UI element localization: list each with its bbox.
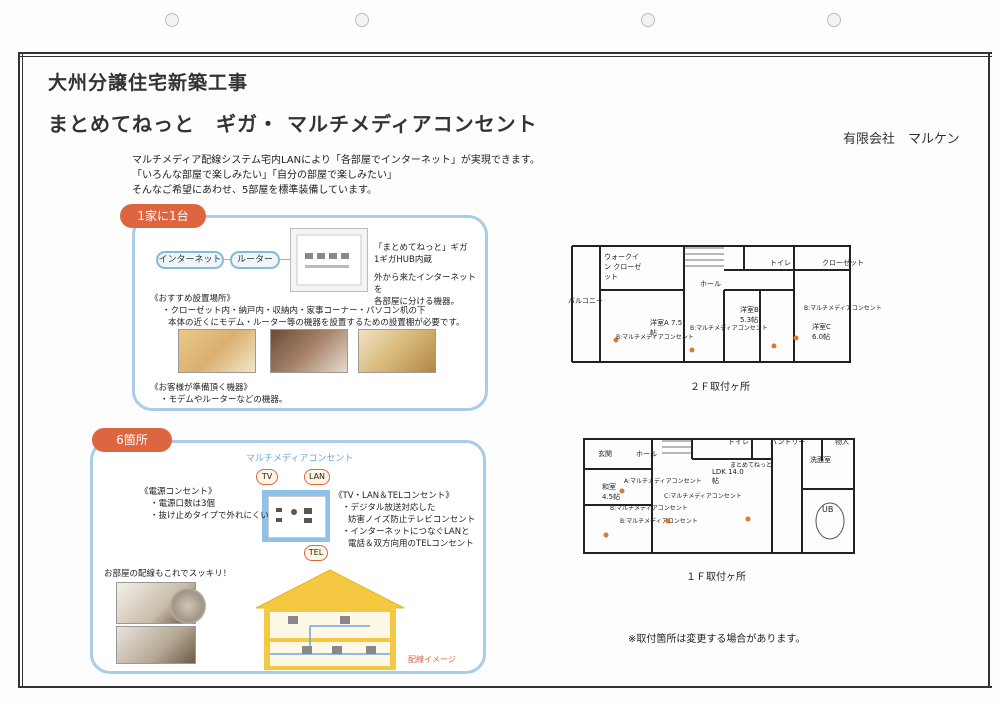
room-label: 洋室B 5.3帖 <box>740 306 759 324</box>
page-title: 大州分譲住宅新築工事 <box>48 72 249 94</box>
tvlan-item: 妨害ノイズ防止テレビコンセント <box>348 515 476 525</box>
hub-desc: 各部屋に分ける機器。 <box>374 297 460 307</box>
power-item: ・抜け止めタイプで外れにくい <box>150 511 269 521</box>
room-label: 洋室C 6.0帖 <box>812 323 831 341</box>
hub-badge: 1家に1台 <box>120 204 206 228</box>
top-rule-2 <box>18 56 992 57</box>
punch-hole <box>355 13 369 27</box>
punch-hole <box>165 13 179 27</box>
intro-line: マルチメディア配線システム宅内LANにより「各部屋でインターネット」が実現できま… <box>132 155 540 166</box>
recommend-item: ・クローゼット内・納戸内・収納内・家事コーナー・パソコン机の下 <box>162 306 426 316</box>
lan-label: LAN <box>304 469 330 485</box>
hub-device-icon <box>296 234 362 286</box>
tvlan-item: ・デジタル放送対応した <box>342 503 436 513</box>
outlet-label: A:マルチメディアコンセント <box>624 478 702 485</box>
storage-photo <box>270 329 348 373</box>
outlet-badge: 6箇所 <box>92 428 172 452</box>
right-rule <box>988 52 990 686</box>
intro-line: 「いろんな部屋で楽しみたい」「自分の部屋で楽しみたい」 <box>132 170 397 181</box>
room-label: トイレ <box>770 259 791 267</box>
intro-text: マルチメディア配線システム宅内LANにより「各部屋でインターネット」が実現できま… <box>132 153 540 198</box>
punch-hole <box>641 13 655 27</box>
company-name: 有限会社 マルケン <box>843 132 960 147</box>
room-label: LDK 14.0帖 <box>712 468 744 485</box>
floor2-caption: ２Ｆ取付ヶ所 <box>690 382 750 393</box>
connector-line <box>278 259 290 260</box>
recommend-section: 《おすすめ設置場所》 ・クローゼット内・納戸内・収納内・家事コーナー・パソコン机… <box>150 293 470 329</box>
disclaimer-note: ※取付箇所は変更する場合があります。 <box>628 634 806 645</box>
power-section: 《電源コンセント》 ・電源口数は3個 ・抜け止めタイプで外れにくい <box>140 486 269 522</box>
internet-pill: インターネット <box>156 251 224 269</box>
room-label: パントリー <box>770 438 806 446</box>
room-label: トイレ <box>728 438 749 446</box>
outlet-graphic <box>262 490 330 542</box>
power-item: ・電源口数は3個 <box>150 499 215 509</box>
bottom-rule <box>18 686 992 688</box>
floorplan-1f <box>583 438 855 554</box>
hub-device-image <box>290 228 368 292</box>
outlet-icon <box>276 508 312 523</box>
outlet-label: B:マルチメディアコンセント <box>616 334 694 341</box>
customer-item: ・モデムやルーターなどの機器。 <box>160 395 288 405</box>
outlet-label: B:マルチメディアコンセント <box>804 305 882 312</box>
intro-line: そんなご希望にあわせ、5部屋を標準装備しています。 <box>132 185 378 196</box>
room-label: UB <box>822 505 834 514</box>
outlet-label: B:マルチメディアコンセント <box>620 518 698 525</box>
desk-photo <box>358 329 436 373</box>
cable-photo <box>170 588 206 624</box>
room-label: 玄関 <box>598 450 612 458</box>
hub-name: 「まとめてねっと」ギガ <box>374 243 468 253</box>
customer-title: 《お客様が準備頂く機器》 <box>150 383 253 393</box>
left-rule-2 <box>22 52 23 686</box>
top-rule <box>18 52 992 54</box>
recommend-title: 《おすすめ設置場所》 <box>150 294 236 304</box>
room-label: 洗面室 <box>810 456 831 464</box>
room-label: クローゼット <box>822 259 864 267</box>
wiring-caption: お部屋の配線もこれでスッキリ！ <box>104 569 232 579</box>
room-label: ホール <box>636 450 657 458</box>
room-label: バルコニー <box>568 297 603 305</box>
hub-spec: 1ギガHUB内蔵 <box>374 255 432 265</box>
power-title: 《電源コンセント》 <box>140 487 217 497</box>
house-wiring-illustration <box>255 569 405 670</box>
outlet-label: B:マルチメディアコンセント <box>610 505 688 512</box>
floor1-caption: １Ｆ取付ヶ所 <box>686 572 746 583</box>
wiring-image-caption: 配線イメージ <box>408 655 456 664</box>
tvlan-title: 《TV・LAN＆TELコンセント》 <box>334 491 454 501</box>
connector-line <box>222 259 230 260</box>
router-pill: ルーター <box>230 251 280 269</box>
outlet-label: C:マルチメディアコンセント <box>664 493 742 500</box>
hub-description: 「まとめてねっと」ギガ 1ギガHUB内蔵 外から来たインターネットを 各部屋に分… <box>374 242 484 308</box>
room-label: 洋室A 7.5帖 <box>650 319 683 337</box>
tvlan-item: ・インターネットにつなぐLANと <box>342 527 470 537</box>
outlet-label: B:マルチメディアコンセント <box>690 325 768 332</box>
tvlan-section: 《TV・LAN＆TELコンセント》 ・デジタル放送対応した 妨害ノイズ防止テレビ… <box>334 490 475 550</box>
room-label: まとめてねっと <box>730 462 773 469</box>
left-rule <box>18 52 20 686</box>
room-label: 物入 <box>835 438 849 446</box>
tvlan-item: 電話＆双方向用のTELコンセント <box>348 539 474 549</box>
outlet-heading: マルチメディアコンセント <box>246 454 354 464</box>
closet-photo <box>178 329 256 373</box>
customer-section: 《お客様が準備頂く機器》 ・モデムやルーターなどの機器。 <box>150 382 287 406</box>
punch-hole <box>827 13 841 27</box>
page-subtitle: まとめてねっと ギガ・ マルチメディアコンセント <box>48 112 538 136</box>
room-label: ウォークイン クローゼット <box>604 253 642 281</box>
tv-label: TV <box>256 469 278 485</box>
messy-wiring-photo <box>116 626 196 664</box>
floorplan-2f <box>571 245 851 363</box>
room-label: ホール <box>700 280 721 288</box>
hub-desc: 外から来たインターネットを <box>374 273 477 295</box>
recommend-item: 本体の近くにモデム・ルーター等の機器を設置するための設置棚が必要です。 <box>168 318 465 328</box>
room-label: 和室 4.5帖 <box>602 483 621 501</box>
tel-label: TEL <box>304 545 328 561</box>
